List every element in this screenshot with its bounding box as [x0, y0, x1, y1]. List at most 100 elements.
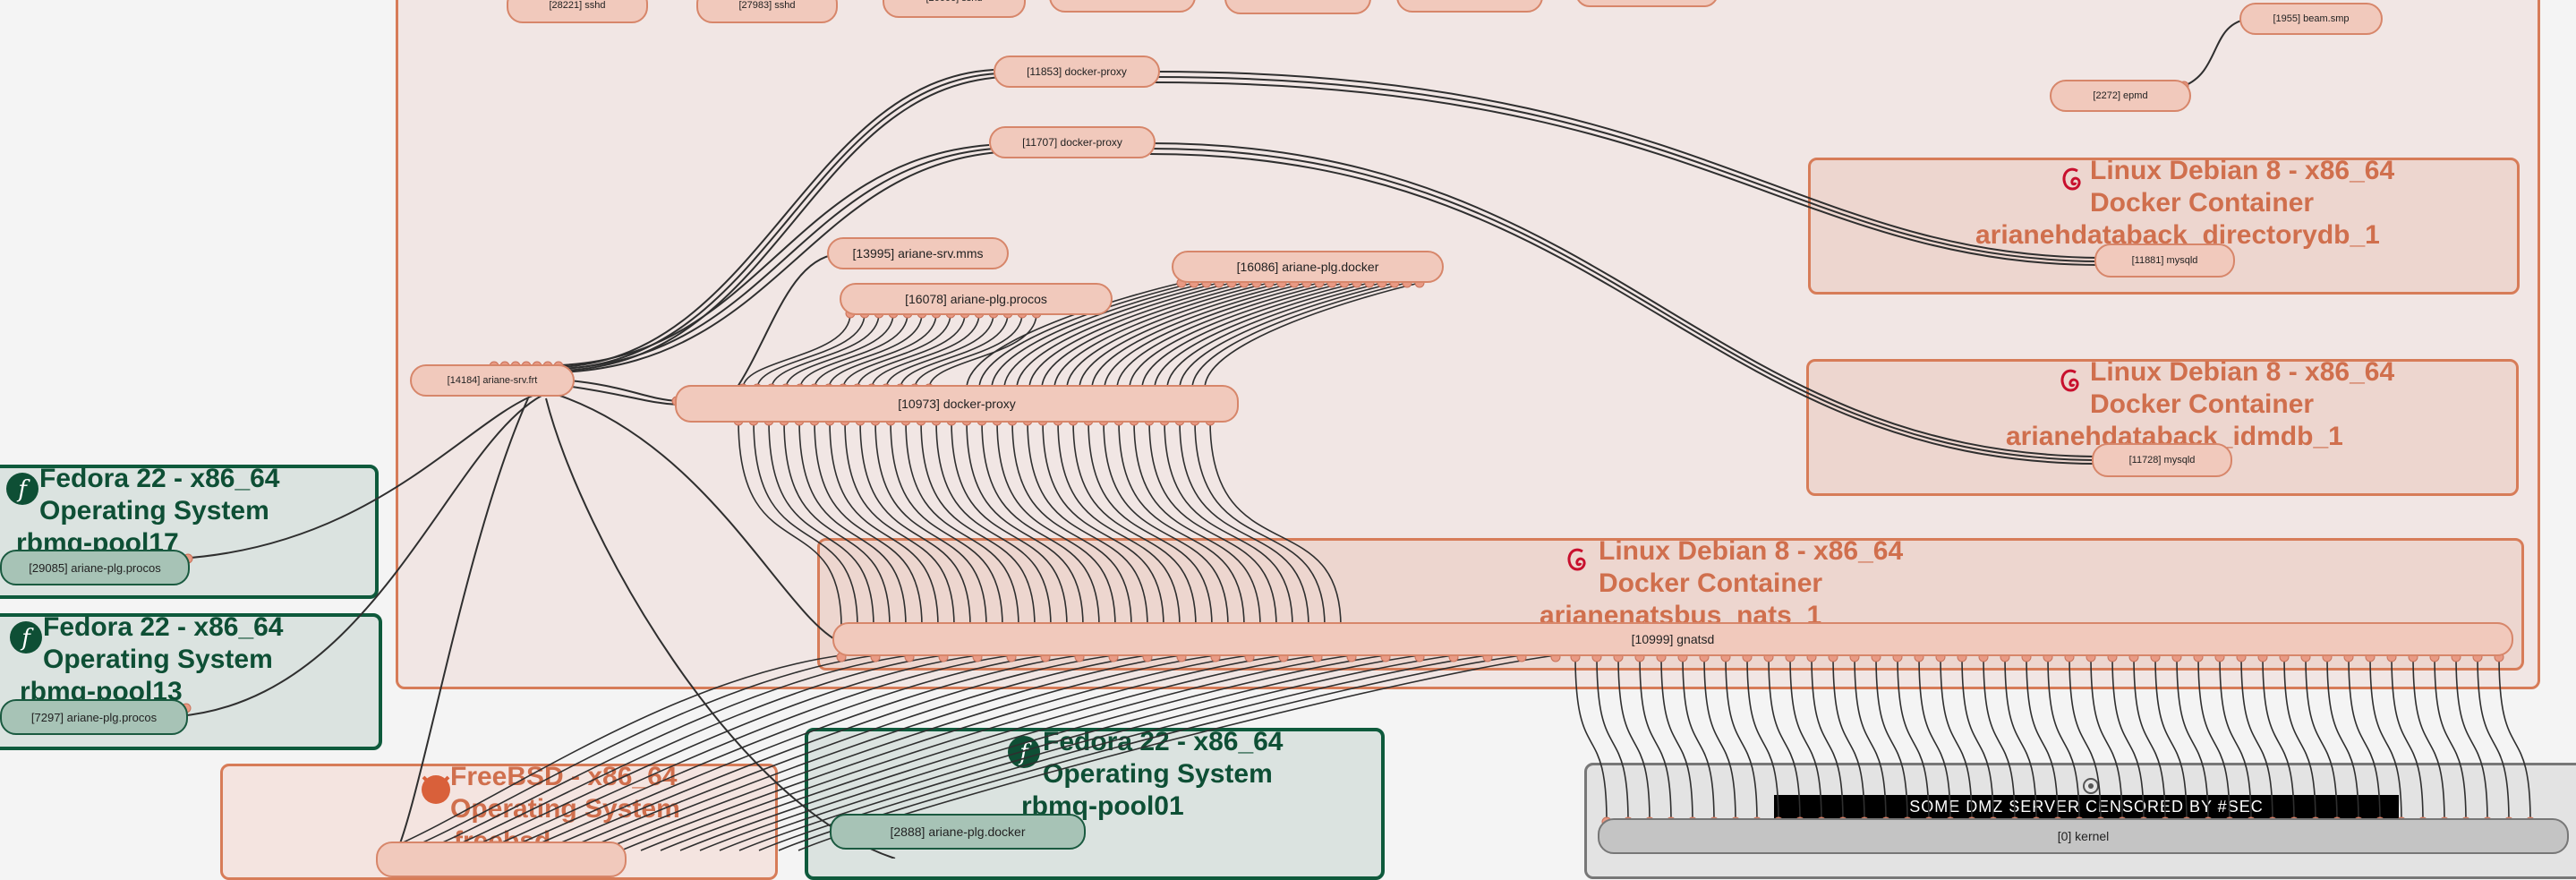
link: [2455, 654, 2488, 823]
node-ariane-plg-procos-16078[interactable]: [16078] ariane-plg.procos: [840, 283, 1113, 315]
link: [2369, 654, 2402, 823]
link: [2176, 654, 2209, 823]
debian-swirl-icon: [1567, 548, 1586, 571]
node-sshd-28221[interactable]: [28221] sshd: [507, 0, 648, 23]
link: [2326, 654, 2359, 823]
link: [2219, 654, 2252, 823]
link: [842, 312, 951, 389]
link: [1141, 282, 1358, 389]
link: [679, 654, 1352, 851]
link: [885, 312, 994, 389]
node-sshd-27983[interactable]: [27983] sshd: [696, 0, 838, 23]
link: [502, 654, 1046, 851]
directorydb-type-label: Docker Container: [2090, 188, 2315, 218]
link: [2498, 654, 2531, 823]
link: [859, 420, 971, 628]
node-docker-proxy-11853[interactable]: [11853] docker-proxy: [994, 56, 1160, 88]
pool13-os-label: Fedora 22 - x86_64: [43, 612, 284, 642]
node-gnatsd[interactable]: [10999] gnatsd: [832, 622, 2513, 656]
link: [1983, 654, 2016, 823]
node-ariane-plg-docker-16086[interactable]: [16086] ariane-plg.docker: [1172, 251, 1444, 283]
link: [1103, 420, 1229, 628]
link: [1041, 282, 1258, 389]
link: [1164, 420, 1293, 628]
link: [981, 420, 1100, 628]
link: [463, 654, 978, 851]
node-unlabeled-3[interactable]: [1396, 0, 1543, 13]
node-unlabeled-1[interactable]: [1049, 0, 1196, 13]
link: [814, 420, 923, 628]
node-kernel[interactable]: [0] kernel: [1598, 818, 2569, 854]
link: [783, 420, 891, 628]
link: [1897, 654, 1930, 823]
link: [1079, 282, 1295, 389]
node-ariane-plg-procos-29085[interactable]: [29085] ariane-plg.procos: [0, 550, 190, 585]
link: [2197, 654, 2231, 823]
nats-os-label: Linux Debian 8 - x86_64: [1599, 536, 1904, 566]
link: [814, 312, 923, 389]
link: [1011, 420, 1132, 628]
link: [758, 654, 1488, 851]
node-sshd-26606[interactable]: [26606] sshd: [883, 0, 1026, 18]
link: [1854, 654, 1887, 823]
fedora-logo-icon: f: [6, 473, 38, 505]
link: [1811, 654, 1844, 823]
link: [928, 312, 1037, 389]
node-unlabeled-4[interactable]: [1575, 0, 1719, 7]
link: [699, 654, 1386, 851]
link: [996, 420, 1116, 628]
link: [2004, 654, 2037, 823]
link: [1746, 654, 1779, 823]
pool13-type-label: Operating System: [43, 645, 273, 674]
link: [905, 420, 1019, 628]
pool17-os-label: Fedora 22 - x86_64: [39, 464, 280, 493]
link: [756, 312, 866, 389]
gear-icon: [2083, 778, 2099, 794]
link: [1940, 654, 1973, 823]
directorydb-container[interactable]: Linux Debian 8 - x86_64 Docker Container…: [1808, 156, 2520, 295]
node-docker-proxy-11707[interactable]: [11707] docker-proxy: [989, 126, 1156, 158]
node-ariane-plg-procos-7297[interactable]: [7297] ariane-plg.procos: [0, 699, 188, 735]
link: [2305, 654, 2338, 823]
node-mysqld-11728[interactable]: [11728] mysqld: [2092, 443, 2232, 477]
freebsd-daemon-icon: [422, 775, 450, 804]
link: [2240, 654, 2273, 823]
link: [799, 312, 908, 389]
link: [771, 312, 880, 389]
node-ariane-plg-docker-2888[interactable]: [2888] ariane-plg.docker: [830, 814, 1086, 850]
link: [1091, 282, 1308, 389]
link: [738, 420, 842, 628]
pool17-type-label: Operating System: [39, 496, 269, 525]
link: [2090, 654, 2123, 823]
link: [2391, 654, 2424, 823]
link: [1088, 420, 1213, 628]
link: [2434, 654, 2467, 823]
link: [753, 420, 858, 628]
links-layer: [178, 14, 2536, 859]
debian-swirl-icon: [2062, 167, 2081, 191]
link: [2412, 654, 2445, 823]
link: [829, 420, 939, 628]
node-beam-smp[interactable]: [1955] beam.smp: [2239, 3, 2383, 35]
node-mysqld-11881[interactable]: [11881] mysqld: [2094, 243, 2235, 278]
freebsd-os-label: FreeBSD - x86_64: [450, 762, 678, 791]
link: [1204, 282, 1420, 389]
node-docker-proxy-10973[interactable]: [10973] docker-proxy: [675, 385, 1239, 423]
link: [423, 654, 910, 851]
link: [1179, 282, 1395, 389]
node-epmd[interactable]: [2272] epmd: [2050, 80, 2191, 112]
link: [1617, 654, 1651, 823]
link: [2047, 654, 2080, 823]
link: [951, 420, 1068, 628]
link: [1194, 420, 1326, 628]
node-unlabeled-2[interactable]: [1224, 0, 1371, 14]
link: [738, 654, 1454, 851]
node-ariane-srv-frt[interactable]: [14184] ariane-srv.frt: [410, 364, 575, 397]
link: [1191, 282, 1408, 389]
link: [1918, 654, 1951, 823]
link: [2068, 654, 2102, 823]
node-ariane-srv-mms[interactable]: [13995] ariane-srv.mms: [827, 237, 1009, 269]
link: [844, 420, 955, 628]
link: [978, 282, 1195, 389]
node-freebsd-process[interactable]: [376, 842, 627, 877]
